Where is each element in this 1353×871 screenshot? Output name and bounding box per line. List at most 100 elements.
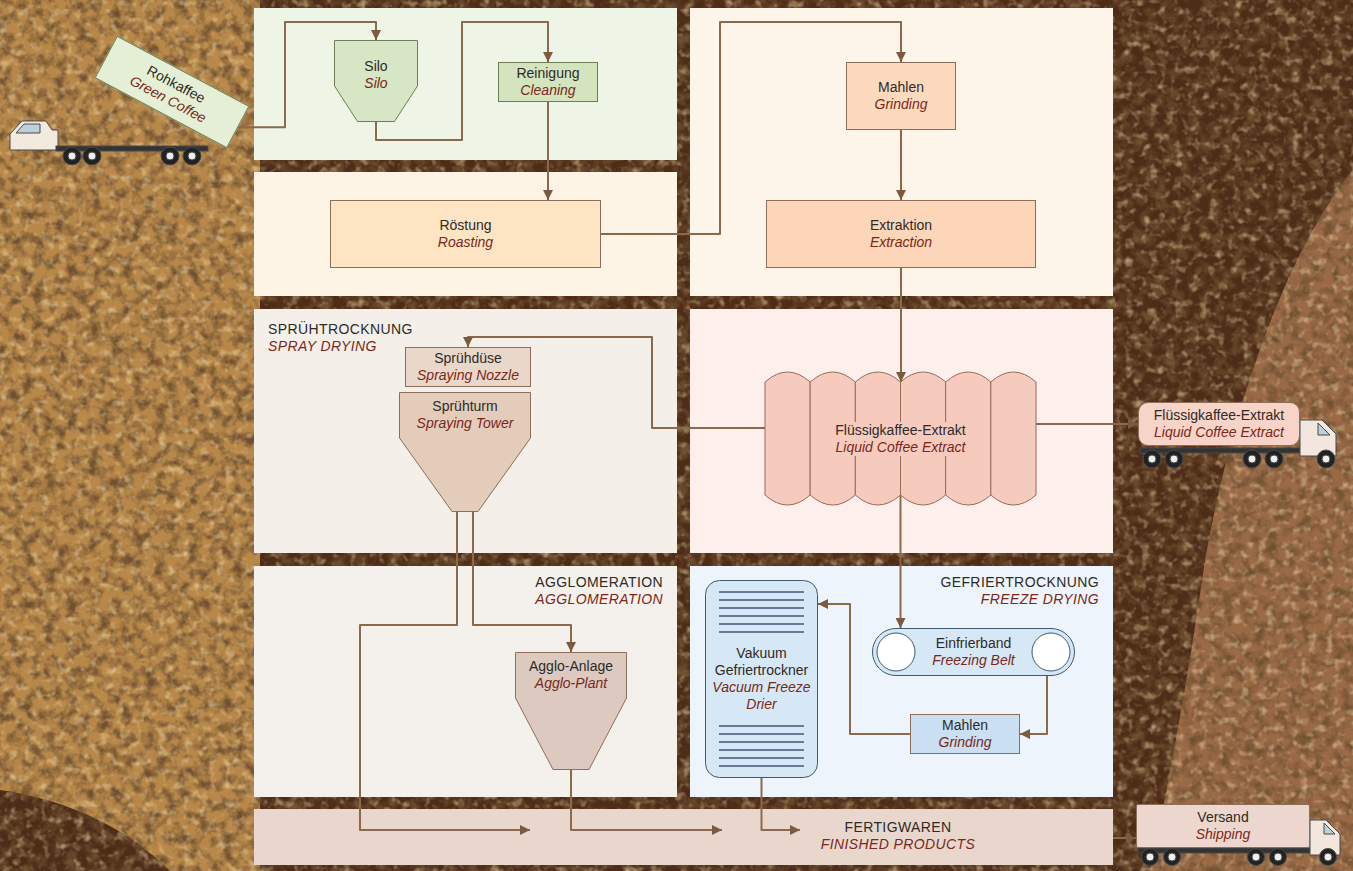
process-box: RöstungRoasting	[330, 200, 601, 268]
tank-trailer: Flüssigkaffee-ExtraktLiquid Coffee Extra…	[1138, 402, 1300, 446]
process-box: SprühdüseSpraying Nozzle	[405, 347, 531, 387]
belt-roller	[1032, 633, 1070, 671]
agglo-hopper: Agglo-AnlageAgglo-Plant	[515, 652, 627, 770]
hub	[1274, 853, 1282, 861]
flow-arrow	[601, 22, 901, 234]
truck-left	[10, 121, 208, 165]
label-german: Einfrierband	[936, 635, 1012, 652]
label-english: Vacuum Freeze Drier	[711, 679, 812, 713]
text-stack: MahlenGrinding	[847, 63, 955, 129]
belt-loop	[873, 629, 1075, 676]
tray-line	[719, 757, 804, 759]
tray-line	[719, 631, 804, 633]
label-english: Roasting	[438, 234, 493, 251]
flow-arrow	[762, 778, 801, 830]
tray-line	[719, 615, 804, 617]
section-heading: AGGLOMERATION	[535, 591, 663, 608]
hub	[68, 152, 76, 160]
hub	[1324, 853, 1332, 861]
label-english: Spraying Tower	[417, 415, 514, 432]
hub	[1270, 455, 1278, 463]
label-german: Mahlen	[942, 717, 988, 734]
section-panel: Agglo-AnlageAgglo-PlantAGGLOMERATIONAGGL…	[254, 566, 677, 797]
flow-arrow	[900, 495, 902, 628]
tray-line	[719, 749, 804, 751]
text-stack: EinfrierbandFreezing Belt	[872, 628, 1075, 676]
text-stack: Flüssigkaffee-ExtraktLiquid Coffee Extra…	[765, 372, 1036, 505]
storage-tanks: Flüssigkaffee-ExtraktLiquid Coffee Extra…	[765, 372, 1036, 505]
section-heading: FINISHED PRODUCTS	[821, 836, 976, 853]
cab-window	[1318, 423, 1330, 435]
label-german: Vakuum Gefriertrockner	[711, 645, 812, 679]
wheel	[1265, 450, 1283, 468]
process-box: MahlenGrinding	[910, 714, 1020, 754]
freezing-belt: EinfrierbandFreezing Belt	[872, 628, 1075, 676]
text-stack: SprühturmSpraying Tower	[399, 398, 531, 432]
tray-line	[719, 623, 804, 625]
flow-arrow	[1113, 837, 1136, 839]
section-panel	[254, 8, 677, 160]
dump-box: RohkaffeeGreen Coffee	[95, 36, 250, 149]
section-panel: Vakuum GefriertrocknerVacuum Freeze Drie…	[690, 566, 1113, 797]
label-english: Extraction	[870, 234, 932, 251]
connectors	[238, 22, 1138, 838]
wheel	[1142, 849, 1159, 866]
text-stack: MahlenGrinding	[911, 715, 1019, 753]
hub	[88, 152, 96, 160]
label-german: Reinigung	[516, 65, 579, 82]
label-german: Extraktion	[870, 217, 932, 234]
hub	[1252, 853, 1260, 861]
cab-window	[1324, 823, 1335, 834]
label-german: Silo	[364, 58, 387, 75]
wheel	[1243, 450, 1261, 468]
hub	[1148, 455, 1156, 463]
flow-arrow	[1036, 423, 1138, 425]
label-german: Agglo-Anlage	[529, 658, 613, 675]
flow-arrow	[376, 22, 548, 140]
label-english: Liquid Coffee Extract	[832, 439, 970, 456]
text-stack: Flüssigkaffee-ExtraktLiquid Coffee Extra…	[1139, 403, 1299, 445]
drier-body	[706, 581, 818, 778]
wheel	[1143, 450, 1161, 468]
label-german: Versand	[1197, 809, 1248, 826]
text-stack: SPRÜHTROCKNUNGSPRAY DRYING	[268, 321, 413, 355]
wheel	[1164, 849, 1181, 866]
text-stack: ReinigungCleaning	[499, 63, 597, 101]
label-english: Spraying Nozzle	[417, 367, 519, 384]
hub	[1168, 853, 1176, 861]
wheel	[83, 147, 101, 165]
label-english: Grinding	[875, 96, 928, 113]
flow-arrow	[473, 512, 571, 652]
section-panel	[690, 8, 1113, 296]
flow-arrow	[571, 770, 722, 830]
shipping-trailer: VersandShipping	[1136, 804, 1310, 848]
funnel-shape	[516, 653, 627, 770]
text-stack: VersandShipping	[1137, 805, 1309, 847]
label-german: Sprühdüse	[434, 350, 502, 367]
label-german: Flüssigkaffee-Extrakt	[831, 422, 969, 439]
flow-arrow	[547, 102, 549, 200]
text-stack: SiloSilo	[334, 58, 418, 92]
tray-line	[719, 741, 804, 743]
label-english: Silo	[364, 75, 387, 92]
section-heading: FERTIGWAREN	[844, 819, 951, 836]
hub	[188, 152, 196, 160]
section-heading: FREEZE DRYING	[981, 591, 1099, 608]
wheel	[1270, 849, 1287, 866]
finished-products-band: FERTIGWARENFINISHED PRODUCTS	[254, 809, 1113, 865]
spray-tower: SprühturmSpraying Tower	[399, 392, 531, 512]
flow-arrow	[238, 22, 376, 127]
silo-hopper: SiloSilo	[334, 40, 418, 122]
label-english: Grinding	[939, 734, 992, 751]
hub	[1146, 853, 1154, 861]
truck-cab	[1300, 420, 1336, 456]
tank-cylinder	[991, 372, 1036, 505]
label-german: Röstung	[439, 217, 491, 234]
section-panel	[690, 309, 1113, 553]
hopper-shape	[335, 41, 418, 122]
label-english: Liquid Coffee Extract	[1154, 424, 1284, 441]
tray-line	[719, 725, 804, 727]
